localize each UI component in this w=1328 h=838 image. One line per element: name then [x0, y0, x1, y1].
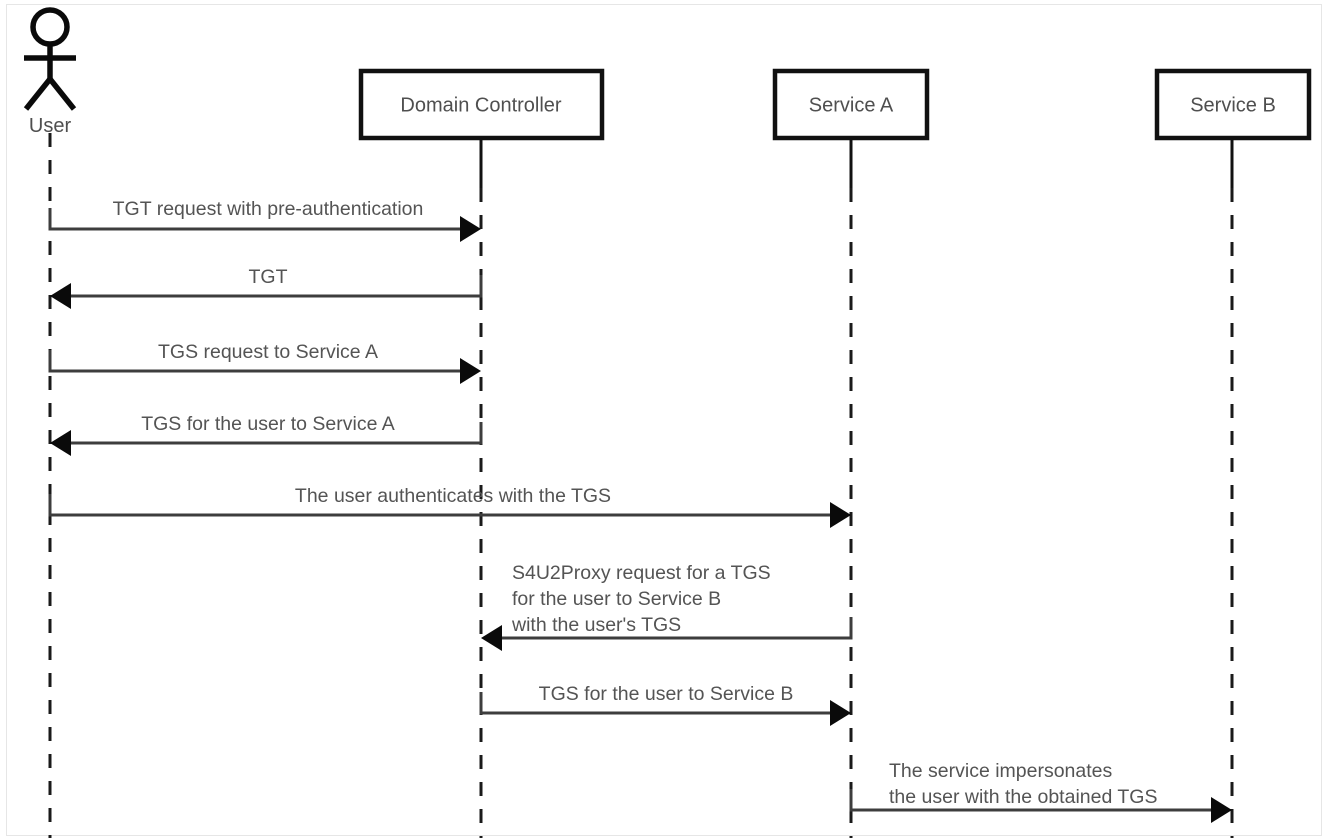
- actor-stick-figure-icon: [23, 7, 77, 111]
- message-arrow-2[interactable]: TGT: [50, 266, 483, 309]
- diagram-card: [6, 4, 1322, 836]
- participant-service-b[interactable]: Service B: [1154, 68, 1312, 141]
- arrowhead-left-icon: [481, 625, 502, 651]
- message-label-2: TGT: [249, 266, 288, 288]
- message-label-1: TGT request with pre-authentication: [113, 198, 424, 220]
- arrowhead-right-icon: [830, 700, 851, 726]
- message-arrow-5[interactable]: The user authenticates with the TGS: [48, 485, 851, 528]
- message-label-5: The user authenticates with the TGS: [295, 485, 611, 507]
- participant-user[interactable]: User: [23, 7, 77, 137]
- participant-domain-controller[interactable]: Domain Controller: [358, 68, 605, 141]
- message-arrow-4[interactable]: TGS for the user to Service A: [50, 413, 483, 456]
- message-arrow-1[interactable]: TGT request with pre-authentication: [48, 198, 481, 242]
- message-label-7: TGS for the user to Service B: [539, 683, 794, 705]
- message-label-8-line-2: the user with the obtained TGS: [889, 786, 1157, 808]
- participant-label-service-b: Service B: [1190, 94, 1276, 116]
- message-label-6-line-2: for the user to Service B: [512, 588, 721, 610]
- arrowhead-left-icon: [50, 283, 71, 309]
- message-arrow-8[interactable]: The service impersonates the user with t…: [849, 760, 1232, 823]
- message-label-3: TGS request to Service A: [158, 341, 378, 363]
- arrowhead-left-icon: [50, 430, 71, 456]
- participant-box-domain-controller: [358, 68, 605, 141]
- participant-service-a[interactable]: Service A: [772, 68, 930, 141]
- arrowhead-right-icon: [830, 502, 851, 528]
- message-arrow-6[interactable]: S4U2Proxy request for a TGS for the user…: [481, 562, 853, 651]
- participant-label-domain-controller: Domain Controller: [400, 94, 562, 116]
- arrowhead-right-icon: [460, 358, 481, 384]
- participant-label-user: User: [29, 115, 72, 137]
- message-label-8-line-1: The service impersonates: [889, 760, 1113, 782]
- message-label-6-line-1: S4U2Proxy request for a TGS: [512, 562, 771, 584]
- message-arrow-3[interactable]: TGS request to Service A: [48, 341, 481, 384]
- message-label-6-line-3: with the user's TGS: [511, 614, 681, 636]
- participant-label-service-a: Service A: [809, 94, 894, 116]
- message-label-4: TGS for the user to Service A: [141, 413, 395, 435]
- message-arrow-7[interactable]: TGS for the user to Service B: [479, 683, 851, 726]
- arrowhead-right-icon: [460, 216, 481, 242]
- participant-box-service-a: [772, 68, 930, 141]
- participant-box-service-b: [1154, 68, 1312, 141]
- lifelines: [48, 133, 1234, 838]
- arrowhead-right-icon: [1211, 797, 1232, 823]
